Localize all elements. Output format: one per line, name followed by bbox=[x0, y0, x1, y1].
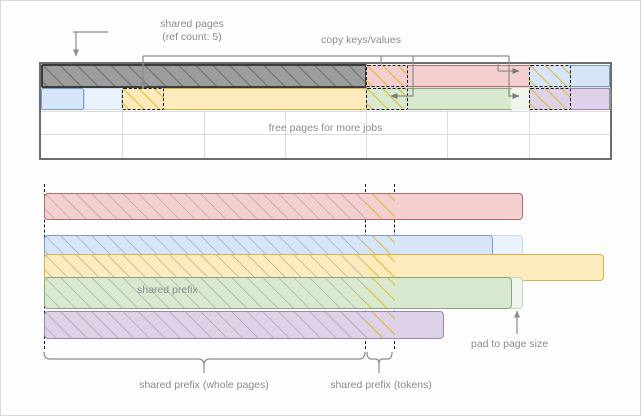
row2-green-token-outline bbox=[366, 88, 408, 110]
row1-blue-token-page bbox=[529, 65, 571, 87]
shared-prefix-inline-label: shared prefix bbox=[137, 284, 198, 296]
free-pages-label: free pages for more jobs bbox=[268, 122, 383, 134]
row2-yellow-token-page bbox=[122, 88, 164, 110]
row2-yellow-token-outline bbox=[122, 88, 164, 110]
seq-green-bar bbox=[44, 277, 512, 309]
grid-row-3 bbox=[41, 134, 610, 135]
row1-blue-token-hatch bbox=[529, 65, 571, 87]
pad-to-page-size-label: pad to page size bbox=[471, 338, 549, 350]
shared-pages-label: shared pages (ref count: 5) bbox=[107, 18, 277, 44]
row2-purple-token-hatch bbox=[529, 88, 571, 110]
row2-yellow-token-hatch bbox=[122, 88, 164, 110]
row2-blue-page-b bbox=[84, 88, 122, 110]
row1-shared-gray-pages bbox=[41, 64, 367, 88]
seq-yellow-bar bbox=[44, 254, 604, 281]
brace-tokens-label: shared prefix (tokens) bbox=[330, 379, 432, 391]
gray-hatch bbox=[43, 66, 365, 86]
brace-tokens bbox=[366, 351, 393, 366]
copy-keys-values-label: copy keys/values bbox=[321, 34, 401, 46]
row2-blue-page-a bbox=[41, 88, 84, 110]
seq-yellow-hatch bbox=[45, 255, 395, 280]
shared-pages-arrow bbox=[72, 31, 108, 57]
row1-blue-token-outline bbox=[529, 65, 571, 87]
row1-red-token-outline bbox=[366, 65, 408, 87]
seq-red-hatch bbox=[45, 194, 395, 219]
row2-purple-token-outline bbox=[529, 88, 571, 110]
shared-pages-label-line1: shared pages bbox=[160, 18, 224, 30]
seq-green-hatch bbox=[45, 278, 395, 308]
brace-whole-pages bbox=[43, 351, 366, 366]
seq-purple-hatch bbox=[45, 312, 395, 338]
shared-pages-label-line2: (ref count: 5) bbox=[162, 31, 222, 43]
seq-purple-bar bbox=[44, 311, 444, 339]
seq-red-bar bbox=[44, 193, 523, 220]
grid-row-2 bbox=[41, 111, 610, 112]
row2-green-pad bbox=[511, 88, 530, 110]
row2-purple-token-page bbox=[529, 88, 571, 110]
brace-whole-pages-label: shared prefix (whole pages) bbox=[139, 379, 269, 391]
memory-block: free pages for more jobs bbox=[39, 62, 612, 160]
